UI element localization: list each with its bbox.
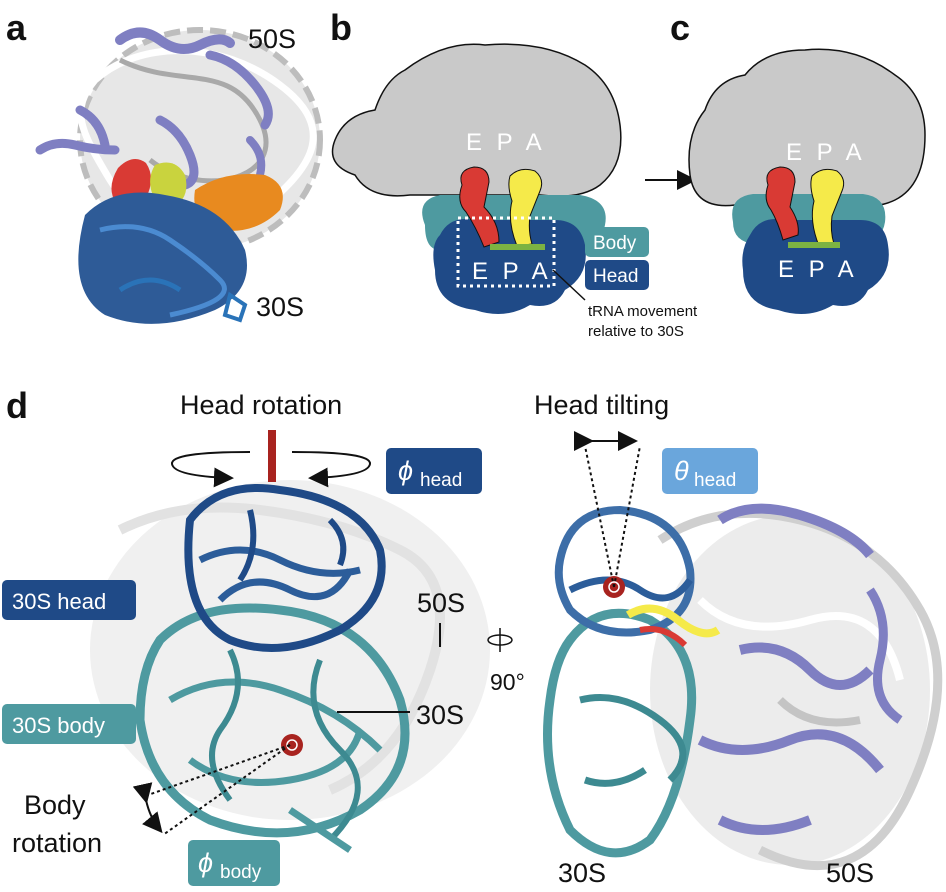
trna-red-b xyxy=(459,166,500,248)
annotation-leader-b xyxy=(552,269,586,301)
body-rotation-arrow xyxy=(132,782,163,834)
label-50s-d: 50S xyxy=(417,588,465,618)
head-shape-b xyxy=(433,219,586,314)
bottom-label-50s: 50S xyxy=(826,858,874,888)
panel-c-letter: c xyxy=(670,7,690,48)
theta-head-sub: head xyxy=(694,470,736,491)
panel-a-letter: a xyxy=(6,7,27,48)
structure-left-d xyxy=(90,480,490,853)
rotation-arrow-right xyxy=(291,451,371,488)
panel-b-letter: b xyxy=(330,7,352,48)
legend-body-swatch xyxy=(585,227,649,257)
movement-box-b xyxy=(456,216,556,288)
sites-top-c: E P A xyxy=(786,139,866,166)
theta-head-symbol: θ xyxy=(674,456,689,486)
rotation-axis xyxy=(268,430,276,482)
label-30s-body: 30S body xyxy=(12,713,105,738)
legend-head-swatch xyxy=(585,260,649,290)
panel-b: b E P A E P A Body Head tRNA movement re… xyxy=(330,7,698,340)
bottom-label-30s: 30S xyxy=(558,858,606,888)
phi-head-sub: head xyxy=(420,470,462,491)
rotation-arrow-left xyxy=(171,451,251,488)
label-30s-body-box xyxy=(2,704,136,744)
title-head-rotation: Head rotation xyxy=(180,390,342,420)
panel-c: c E P A E P A xyxy=(670,7,926,314)
annotation-line2-b: relative to 30S xyxy=(588,323,684,340)
theta-head-box xyxy=(662,448,758,494)
label-30s-d: 30S xyxy=(416,700,464,730)
trna-yellow-b xyxy=(508,168,543,247)
trna-red-c xyxy=(765,166,799,241)
label-30s-a: 30S xyxy=(256,292,304,322)
phi-body-box xyxy=(188,840,280,886)
body-wedge-line1 xyxy=(147,744,291,796)
title-head-tilting: Head tilting xyxy=(534,390,669,420)
label-50s-a: 50S xyxy=(248,24,296,54)
head-shape-c xyxy=(742,219,889,314)
angle-label: 90° xyxy=(490,669,525,695)
sites-bottom-c: E P A xyxy=(778,256,858,283)
ribosome-structure-a xyxy=(35,27,323,324)
rotate-90-icon xyxy=(487,628,513,652)
annotation-line1-b: tRNA movement xyxy=(588,303,698,320)
label-30s-head: 30S head xyxy=(12,589,106,614)
structure-right-d xyxy=(543,503,943,871)
sites-top-b: E P A xyxy=(466,129,546,156)
phi-head-box xyxy=(386,448,482,494)
trna-yellow-c xyxy=(810,168,845,247)
phi-head-symbol: ϕ xyxy=(398,456,413,486)
phi-body-sub: body xyxy=(220,862,262,883)
body-rotation-line2: rotation xyxy=(12,828,102,858)
label-30s-head-box xyxy=(2,580,136,620)
body-wedge-line2 xyxy=(162,744,291,836)
legend-body-label: Body xyxy=(593,233,637,254)
body-rotation-line1: Body xyxy=(24,790,86,820)
panel-d-letter: d xyxy=(6,385,28,426)
panel-d: d Head rotation Head tilting xyxy=(2,385,943,888)
large-subunit-shape-b xyxy=(331,43,622,197)
large-subunit-shape-c xyxy=(688,48,926,208)
panel-a: a 50S 30S xyxy=(6,7,323,324)
legend-head-label: Head xyxy=(593,266,638,287)
sites-bottom-b: E P A xyxy=(472,258,552,285)
phi-body-symbol: ϕ xyxy=(198,848,213,878)
